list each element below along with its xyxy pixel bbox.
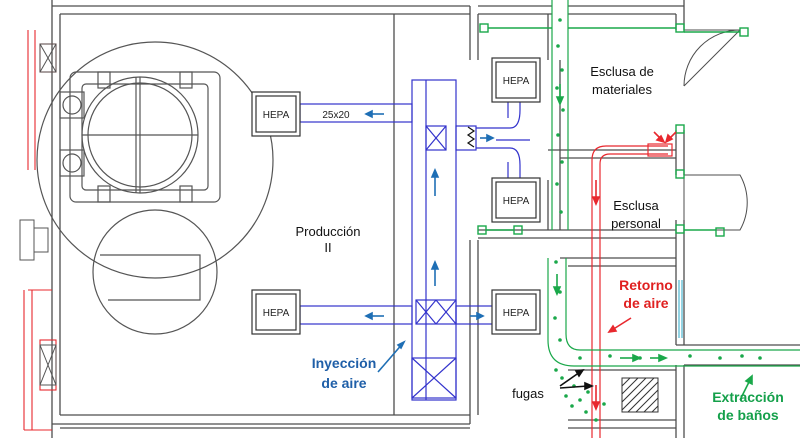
doors (683, 29, 748, 231)
hepa-label-bottom-left: HEPA (263, 308, 290, 319)
return-air-duct (591, 143, 673, 438)
return-air-arrows (591, 131, 677, 412)
room-personnel-line2: personal (611, 216, 661, 231)
room-production-line1: Producción (295, 224, 360, 239)
hepa-label-bottom-center: HEPA (503, 308, 530, 319)
bottom-room-hatch (621, 377, 659, 413)
left-equipment-dark (19, 43, 57, 386)
duct-size-label: 25x20 (322, 110, 350, 121)
door-frames (477, 23, 749, 237)
room-personnel-line1: Esclusa (613, 198, 659, 213)
leak-arrows (559, 368, 595, 391)
supply-ducts (299, 79, 530, 401)
room-materials-line2: materiales (592, 82, 652, 97)
hepa-boxes (251, 57, 541, 335)
exhaust-arrows (552, 84, 753, 401)
return-air-line2: de aire (623, 295, 668, 311)
room-production-line2: II (324, 240, 331, 255)
exhaust-duct (547, 0, 800, 367)
exhaust-line1: Extracción (712, 389, 784, 405)
exhaust-line2: de baños (717, 407, 779, 423)
walls (51, 0, 800, 438)
supply-filter (466, 126, 476, 148)
supply-air-line2: de aire (321, 375, 366, 391)
exhaust-dots (553, 18, 762, 422)
leaks-label: fugas (512, 386, 544, 401)
hepa-label-top-center: HEPA (503, 76, 530, 87)
supply-air-line1: Inyección (312, 355, 377, 371)
supply-arrows (364, 109, 495, 373)
hepa-label-mid-center: HEPA (503, 196, 530, 207)
hepa-label-top-left: HEPA (263, 110, 290, 121)
room-materials-line1: Esclusa de (590, 64, 654, 79)
window (678, 280, 683, 338)
production-machine (36, 41, 274, 335)
return-air-line1: Retorno (619, 277, 673, 293)
